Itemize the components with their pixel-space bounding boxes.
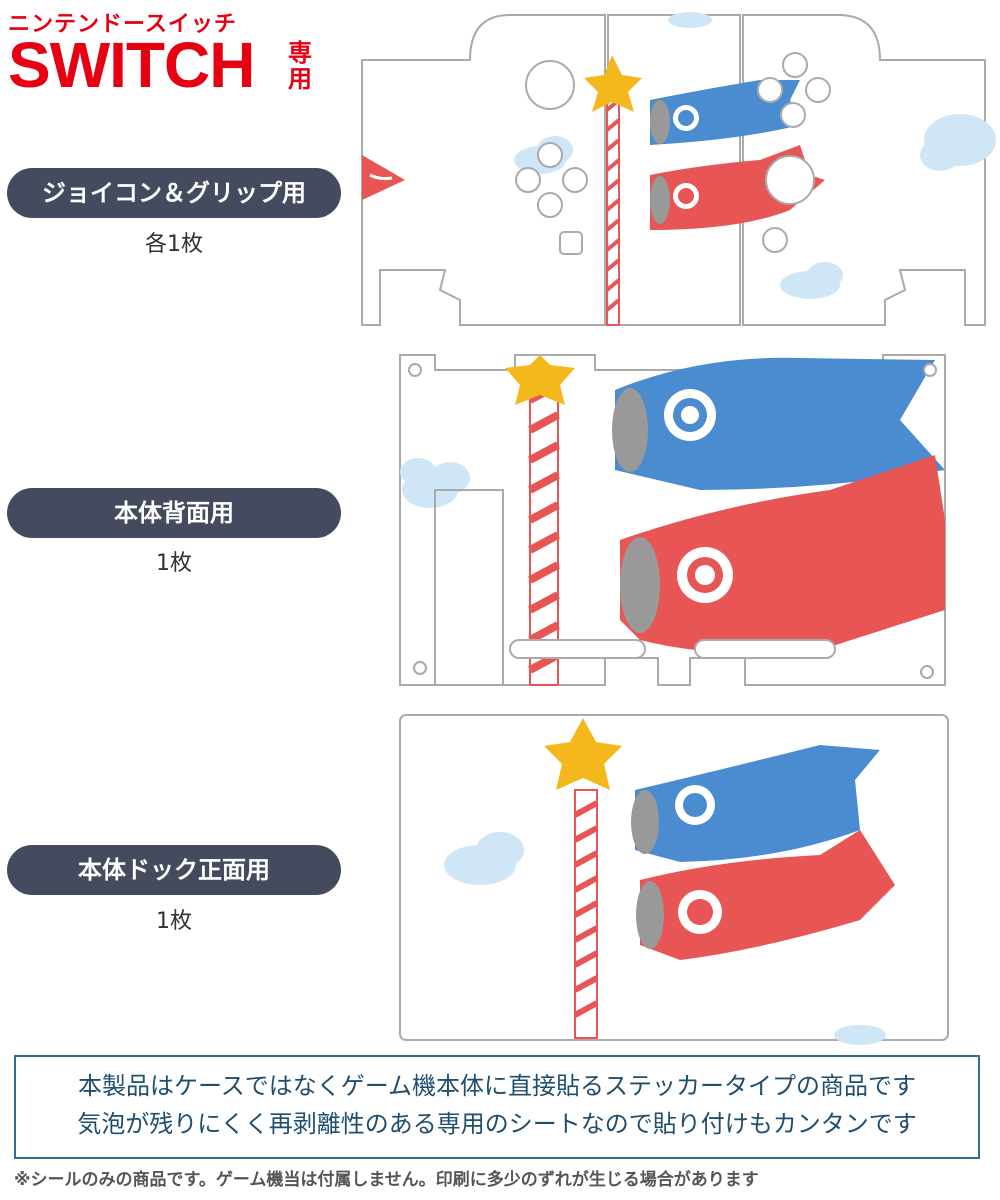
dock-sticker-illustration	[399, 714, 949, 1045]
pole-icon	[528, 369, 560, 686]
section-qty-dock: 1枚	[156, 909, 192, 934]
footnote: ※シールのみの商品です。ゲーム機当は付属しません。印刷に多少のずれが生じる場合が…	[14, 1170, 759, 1190]
notice-box: 本製品はケースではなくゲーム機本体に直接貼るステッカータイプの商品です 気泡が残…	[14, 1055, 980, 1159]
star-icon	[544, 718, 622, 790]
cloud-icon	[400, 458, 470, 508]
section-qty-joycon: 各1枚	[145, 232, 203, 257]
notice-line-2: 気泡が残りにくく再剥離性のある専用のシートなので貼り付けもカンタンです	[77, 1110, 917, 1138]
section-label-dock: 本体ドック正面用	[7, 845, 341, 895]
section-label-back: 本体背面用	[7, 488, 341, 538]
blue-carp-icon	[612, 357, 945, 490]
section-label-joycon: ジョイコン＆グリップ用	[7, 168, 341, 218]
notice-line-1: 本製品はケースではなくゲーム機本体に直接貼るステッカータイプの商品です	[77, 1072, 917, 1100]
brand-subtitle: ニンテンドースイッチ	[8, 12, 237, 37]
star-icon	[584, 55, 642, 112]
brand-title: SWITCH	[8, 29, 255, 101]
back-sticker-illustration	[399, 354, 946, 686]
cloud-icon	[444, 832, 886, 1045]
blue-carp-icon	[631, 745, 880, 862]
red-carp-icon	[636, 830, 895, 960]
joycon-sticker-illustration	[361, 12, 996, 326]
star-icon	[505, 355, 575, 405]
section-qty-back: 1枚	[156, 551, 192, 576]
red-carp-icon	[620, 455, 945, 654]
pole-icon	[573, 789, 599, 1039]
brand-suffix: 専用	[288, 39, 312, 93]
